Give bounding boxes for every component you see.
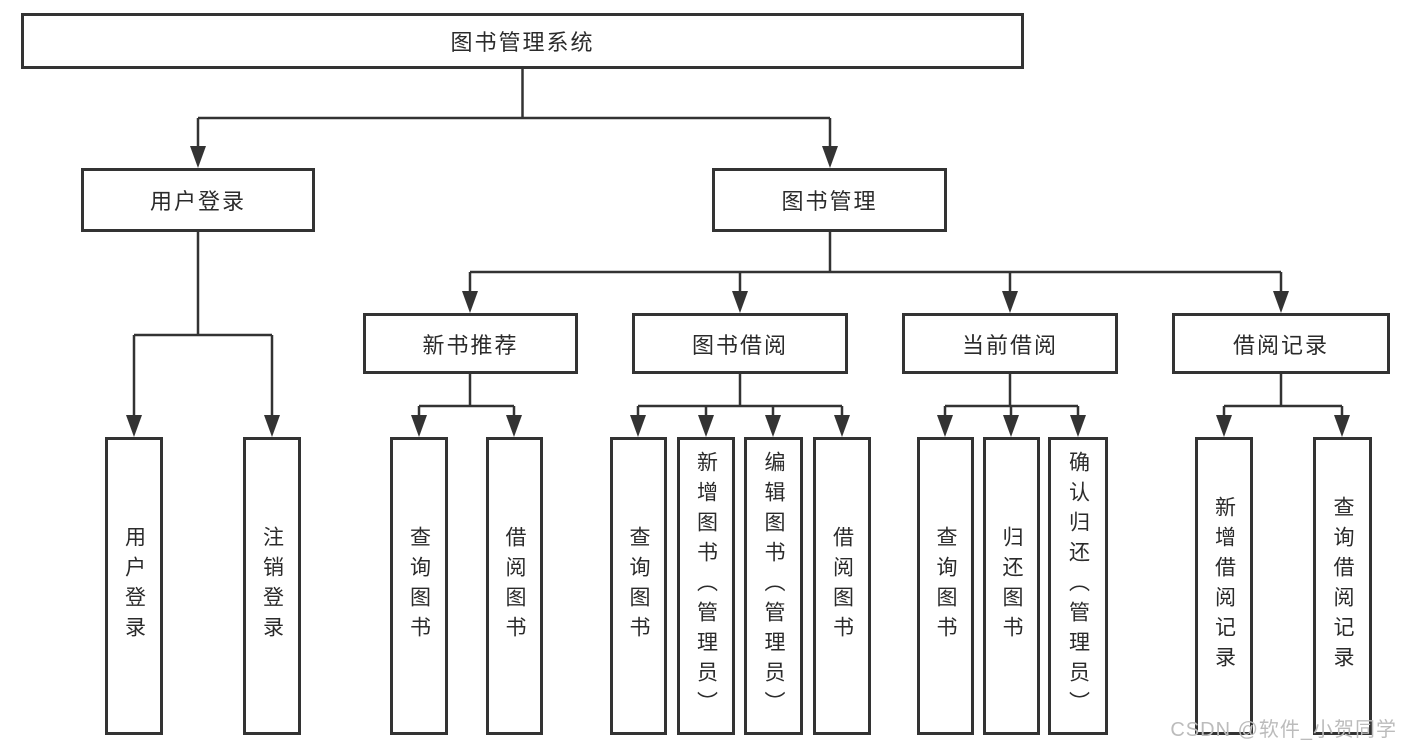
leaf-user-login: 用户登录 xyxy=(105,437,163,735)
leaf-return-books: 归还图书 xyxy=(983,437,1040,735)
node-borrowing-records: 借阅记录 xyxy=(1172,313,1390,374)
node-current-borrowing: 当前借阅 xyxy=(902,313,1118,374)
leaf-borrow-books-recommend: 借阅图书 xyxy=(486,437,543,735)
leaf-add-borrow-record: 新增借阅记录 xyxy=(1195,437,1253,735)
node-root-library-system: 图书管理系统 xyxy=(21,13,1024,69)
leaf-query-books-current: 查询图书 xyxy=(917,437,974,735)
leaf-add-books-admin: 新增图书（管理员） xyxy=(677,437,735,735)
leaf-query-borrow-record: 查询借阅记录 xyxy=(1313,437,1372,735)
leaf-confirm-return-admin: 确认归还（管理员） xyxy=(1048,437,1108,735)
node-new-book-recommend: 新书推荐 xyxy=(363,313,578,374)
leaf-edit-books-admin: 编辑图书（管理员） xyxy=(744,437,803,735)
leaf-logout: 注销登录 xyxy=(243,437,301,735)
node-book-management: 图书管理 xyxy=(712,168,947,232)
leaf-borrow-books-borrowing: 借阅图书 xyxy=(813,437,871,735)
tree-branch-lines xyxy=(132,69,1344,419)
csdn-watermark: CSDN @软件_小贺同学 xyxy=(1170,719,1397,741)
node-user-login: 用户登录 xyxy=(81,168,315,232)
leaf-query-books-recommend: 查询图书 xyxy=(390,437,448,735)
node-book-borrowing: 图书借阅 xyxy=(632,313,848,374)
arrowheads xyxy=(126,146,1350,437)
leaf-query-books-borrowing: 查询图书 xyxy=(610,437,667,735)
